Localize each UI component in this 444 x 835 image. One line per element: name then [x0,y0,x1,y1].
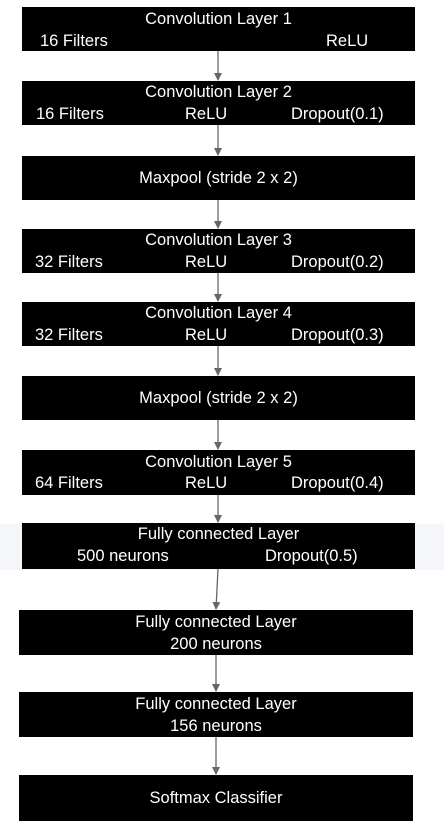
node-filters: 32 Filters [35,253,103,271]
arrow-fc1-fc2 [212,568,221,610]
node-dropout: Dropout(0.2) [291,253,384,271]
node-activation: ReLU [185,474,228,492]
node-title: Convolution Layer 3 [145,231,292,249]
node-title: Convolution Layer 2 [145,83,292,101]
node-conv4: Convolution Layer 4 32 Filters ReLU Drop… [22,302,415,346]
node-title: Fully connected Layer [135,613,297,631]
node-title: Convolution Layer 5 [145,453,292,471]
node-activation: ReLU [185,105,228,123]
node-filters: 64 Filters [35,474,103,492]
node-fc1: Fully connected Layer 500 neurons Dropou… [22,523,415,569]
node-title: Softmax Classifier [149,789,283,807]
node-title: Convolution Layer 4 [145,304,292,322]
node-neurons: 200 neurons [170,635,262,653]
node-conv5: Convolution Layer 5 64 Filters ReLU Drop… [22,450,415,495]
node-activation: ReLU [326,32,369,50]
node-conv1: Convolution Layer 1 16 Filters ReLU [22,7,415,51]
node-fc3: Fully connected Layer 156 neurons [19,692,413,737]
node-title: Maxpool (stride 2 x 2) [139,169,298,187]
node-filters: 32 Filters [35,326,103,344]
node-conv2: Convolution Layer 2 16 Filters ReLU Drop… [22,81,415,125]
node-dropout: Dropout(0.4) [291,474,384,492]
node-title: Maxpool (stride 2 x 2) [139,389,298,407]
node-dropout: Dropout(0.1) [291,105,384,123]
node-activation: ReLU [185,326,228,344]
node-title: Convolution Layer 1 [145,10,292,28]
node-title: Fully connected Layer [137,525,300,543]
node-maxpool-2: Maxpool (stride 2 x 2) [22,376,415,420]
node-title: Fully connected Layer [135,695,297,713]
node-conv3: Convolution Layer 3 32 Filters ReLU Drop… [22,229,415,273]
node-dropout: Dropout(0.3) [291,326,384,344]
node-neurons: 500 neurons [77,547,169,565]
node-neurons: 156 neurons [170,717,262,735]
node-dropout: Dropout(0.5) [265,547,358,565]
node-softmax: Softmax Classifier [19,775,413,821]
node-filters: 16 Filters [36,105,104,123]
node-activation: ReLU [185,253,228,271]
node-filters: 16 Filters [40,32,108,50]
node-maxpool-1: Maxpool (stride 2 x 2) [22,156,415,200]
node-fc2: Fully connected Layer 200 neurons [19,610,413,655]
